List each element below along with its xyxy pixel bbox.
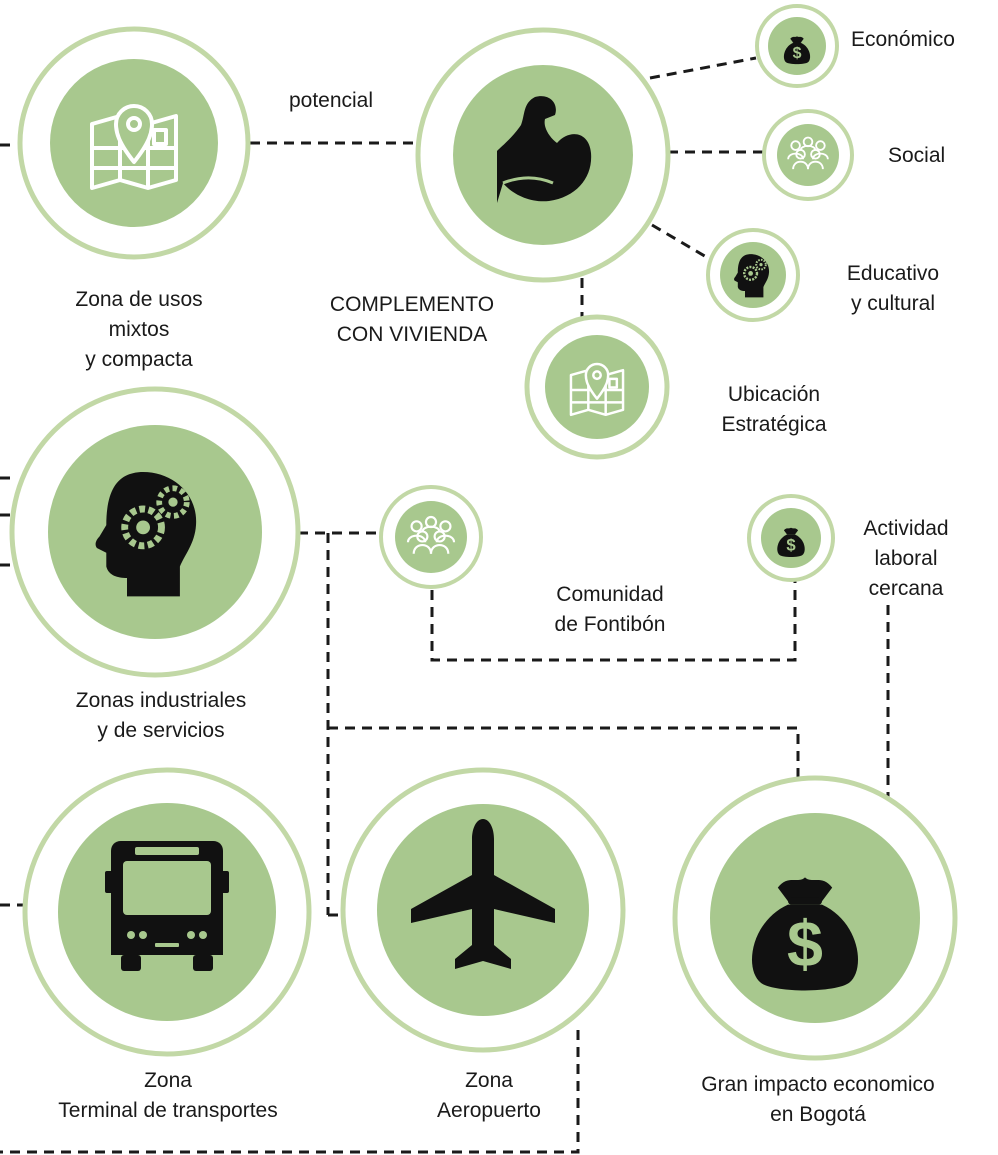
label-impact: Gran impacto economico en Bogotá <box>701 1070 934 1130</box>
label-line: de Fontibón <box>554 613 666 636</box>
label-line: CON VIVIENDA <box>336 323 488 346</box>
label-line: Estratégica <box>721 413 827 436</box>
label-line: y cultural <box>850 292 936 315</box>
edge-trunk-impact <box>328 726 800 785</box>
node-community <box>379 485 483 589</box>
label-line: Zona <box>465 1069 513 1092</box>
label-line: Zonas industriales <box>75 689 247 712</box>
label-line: Comunidad <box>556 583 664 606</box>
node-labor <box>747 494 835 582</box>
node-social <box>762 109 854 201</box>
label-airport: Zona Aeropuerto <box>437 1066 541 1126</box>
bus-icon <box>105 841 229 971</box>
node-strategic-location <box>524 314 670 460</box>
edge-housing-economic <box>649 56 757 80</box>
label-strategic-location: Ubicación Estratégica <box>721 380 826 440</box>
label-line: Zona de usos <box>75 288 203 311</box>
edge-airport-bottom <box>0 1030 580 1154</box>
node-airport <box>340 767 626 1053</box>
edge-housing-educational <box>651 223 709 260</box>
node-industrial <box>9 386 301 678</box>
node-impact <box>672 775 958 1061</box>
label-educational: Educativo y cultural <box>847 259 939 319</box>
node-economic <box>755 4 839 88</box>
node-bus-terminal <box>22 767 312 1057</box>
label-labor: Actividad laboral cercana <box>863 514 948 604</box>
label-housing: COMPLEMENTO CON VIVIENDA <box>330 290 494 350</box>
edge-label-potential: potencial <box>288 89 374 112</box>
label-industrial: Zonas industriales y de servicios <box>76 686 246 746</box>
label-line: Zona <box>144 1069 192 1092</box>
label-line: cercana <box>868 577 944 600</box>
label-line: laboral <box>874 547 938 570</box>
label-line: mixtos <box>108 318 170 341</box>
label-line: y de servicios <box>97 719 225 742</box>
node-mixed-use <box>17 26 251 260</box>
label-line: Educativo <box>846 262 940 285</box>
node-educational <box>706 228 800 322</box>
label-mixed-use: Zona de usos mixtos y compacta <box>75 285 202 375</box>
label-social: Social <box>888 144 946 167</box>
label-line: Ubicación <box>727 383 821 406</box>
label-line: en Bogotá <box>770 1103 866 1126</box>
label-line: COMPLEMENTO <box>329 293 495 316</box>
label-line: Actividad <box>863 517 949 540</box>
label-line: Gran impacto economico <box>701 1073 935 1096</box>
label-line: y compacta <box>85 348 193 371</box>
node-housing <box>415 27 671 283</box>
label-economic: Económico <box>851 28 955 51</box>
label-bus-terminal: Zona Terminal de transportes <box>58 1066 277 1126</box>
label-line: Terminal de transportes <box>58 1099 278 1122</box>
edge-community-labor <box>430 580 797 662</box>
label-line: Aeropuerto <box>437 1099 541 1122</box>
label-community: Comunidad de Fontibón <box>555 580 666 640</box>
